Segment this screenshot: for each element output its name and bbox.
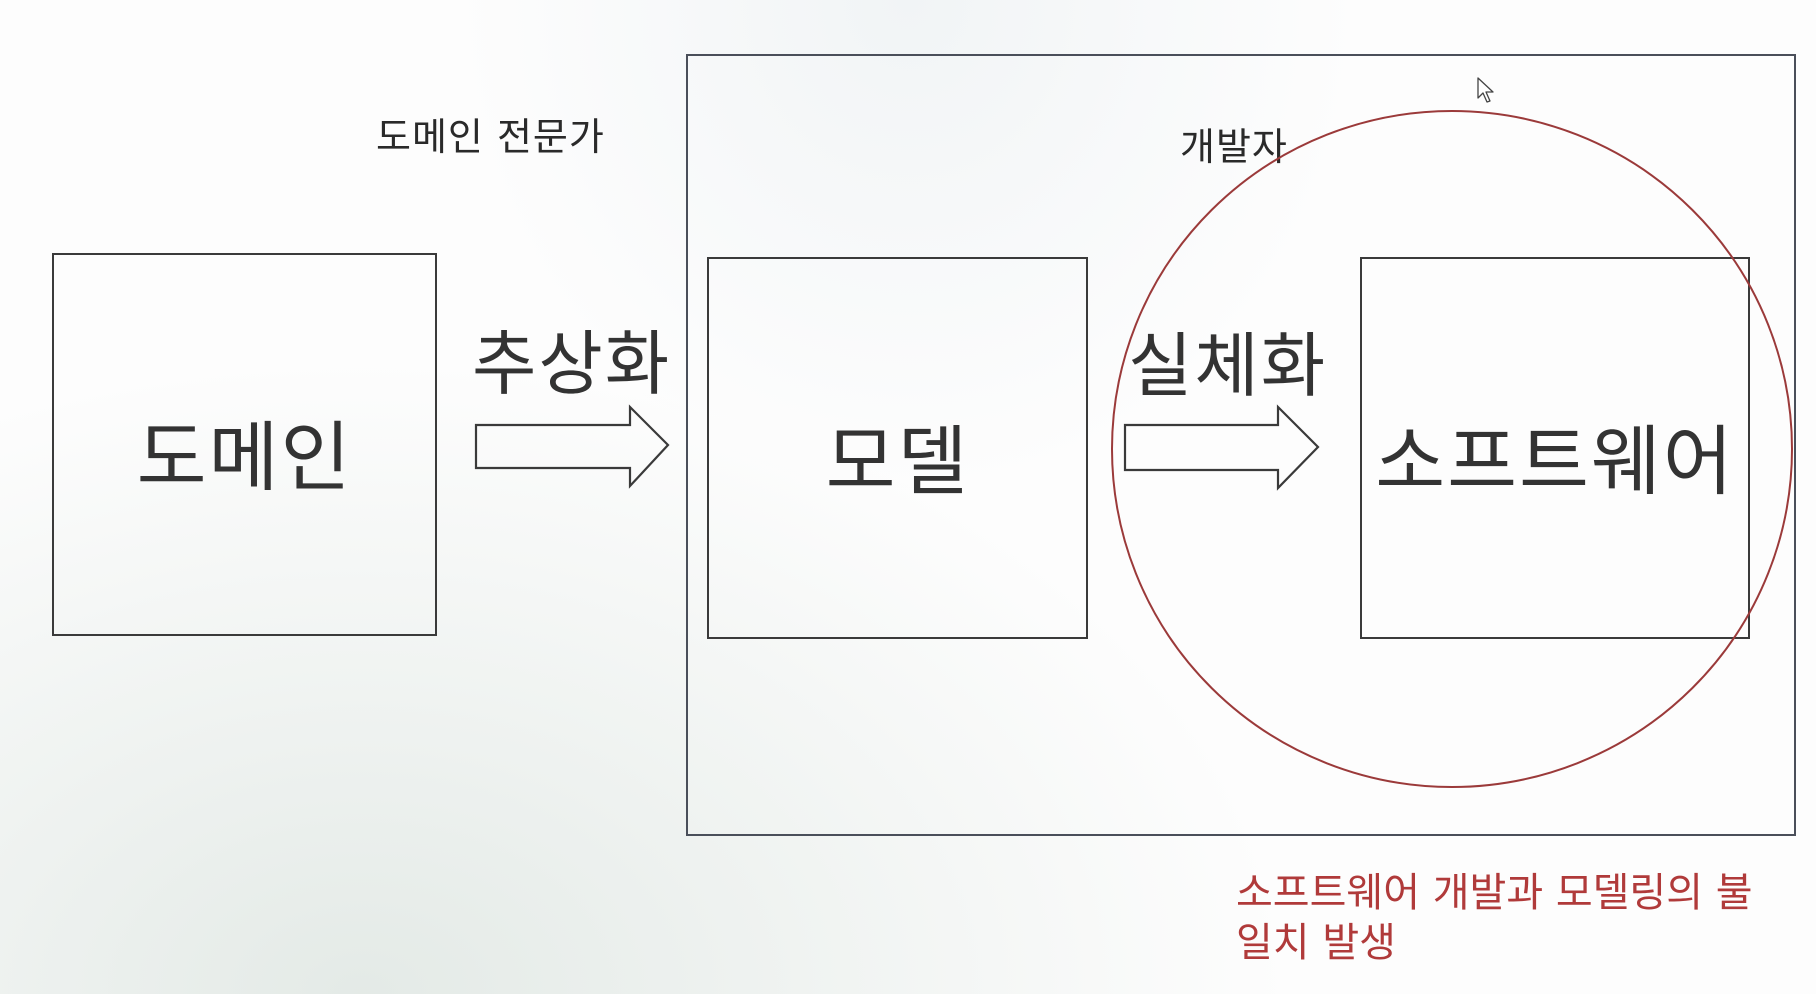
model-box — [707, 257, 1088, 639]
mouse-pointer-icon — [1477, 77, 1494, 103]
realization-arrow — [1123, 404, 1320, 491]
mismatch-note: 소프트웨어 개발과 모델링의 불 일치 발생 — [1236, 868, 1753, 968]
domain-box — [52, 253, 437, 636]
developer-region-frame — [686, 54, 1796, 836]
realization-label: 실체화 — [1128, 325, 1328, 407]
software-focus-circle — [1111, 110, 1793, 788]
domain-expert-label: 도메인 전문가 — [376, 115, 605, 159]
model-box-label: 모델 — [825, 417, 970, 506]
mismatch-note-line2: 일치 발생 — [1236, 920, 1396, 966]
developer-label: 개발자 — [1180, 125, 1288, 169]
abstraction-label: 추상화 — [472, 323, 672, 405]
domain-box-label: 도메인 — [136, 413, 353, 502]
software-box-label: 소프트웨어 — [1375, 417, 1735, 506]
mismatch-note-line1: 소프트웨어 개발과 모델링의 불 — [1236, 870, 1753, 916]
software-box — [1360, 257, 1750, 639]
abstraction-arrow — [474, 404, 670, 489]
